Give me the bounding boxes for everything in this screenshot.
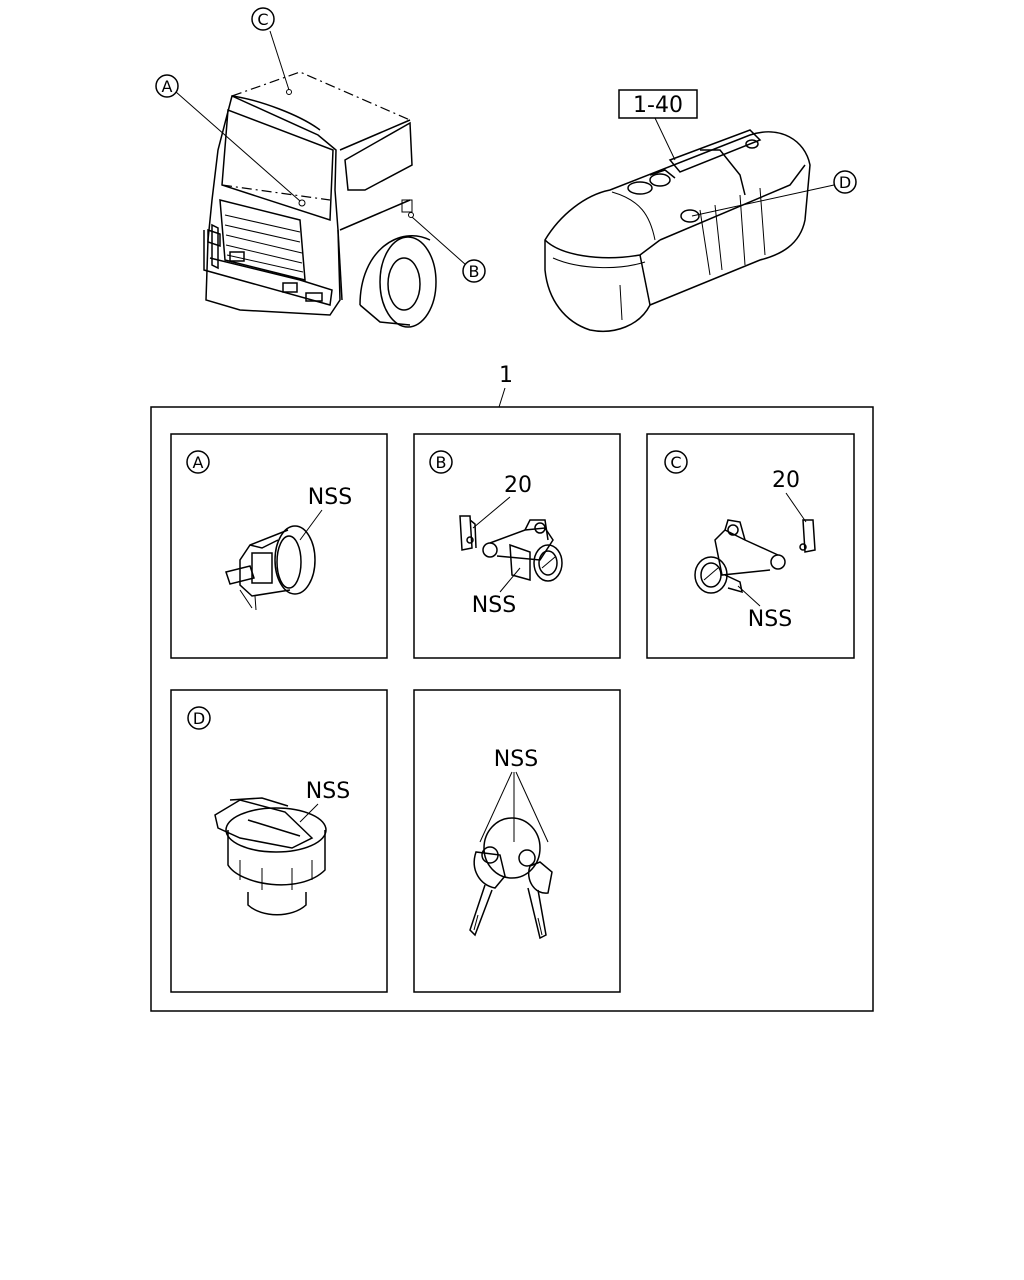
reference-box-label: 1-40: [633, 93, 683, 118]
callout-c-label: C: [257, 10, 268, 29]
callout-a-circle: [155, 74, 179, 98]
key-set-part: [469, 817, 553, 940]
group-1-box: 1: [150, 363, 874, 1012]
panel-keys-nss-label: NSS: [494, 747, 538, 772]
callout-b-circle: [462, 259, 486, 283]
truck-cab-illustration: [203, 71, 437, 328]
panel-d-letter-circle: [187, 706, 211, 730]
panel-b-20-label: 20: [504, 473, 532, 498]
panel-keys: NSS: [413, 689, 621, 993]
panel-c-letter: C: [670, 453, 681, 472]
panel-c-letter-circle: [664, 450, 688, 474]
panel-b: B 20 NSS: [413, 433, 621, 659]
panel-b-letter: B: [436, 453, 447, 472]
panel-b-letter-circle: [429, 450, 453, 474]
panel-c: C 20 NSS: [646, 433, 855, 659]
panel-d: D NSS: [170, 689, 388, 993]
panel-b-nss-label: NSS: [472, 593, 516, 618]
panel-a: A NSS: [170, 433, 388, 659]
panel-c-20-label: 20: [772, 468, 800, 493]
cylinder-lock-part-c: [694, 519, 816, 594]
callout-a-label: A: [162, 77, 173, 96]
cab-callouts: C A B: [155, 7, 486, 283]
callout-c-circle: [251, 7, 275, 31]
panel-c-nss-label: NSS: [748, 607, 792, 632]
panel-d-letter: D: [193, 709, 205, 728]
fuel-tank-illustration: [544, 129, 811, 332]
callout-b-label: B: [469, 262, 480, 281]
tank-callouts: 1-40 D: [618, 89, 857, 217]
cylinder-lock-part-b: [459, 515, 563, 582]
fuel-cap-part: [214, 797, 327, 916]
door-lock-cylinder-part: [225, 525, 316, 611]
group-number-label: 1: [499, 363, 513, 388]
panel-a-letter-circle: [186, 450, 210, 474]
reference-box: [618, 89, 698, 119]
panel-a-nss-label: NSS: [308, 485, 352, 510]
callout-d-label: D: [839, 173, 851, 192]
panel-a-letter: A: [193, 453, 204, 472]
callout-d-circle: [833, 170, 857, 194]
panel-d-nss-label: NSS: [306, 779, 350, 804]
